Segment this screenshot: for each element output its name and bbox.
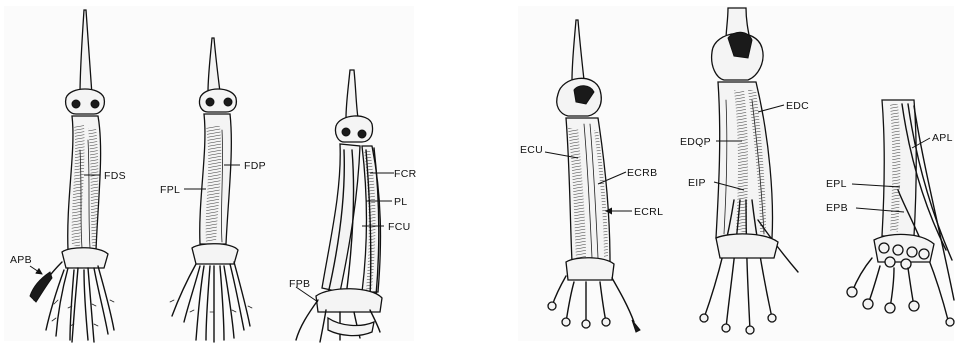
label-ecrl: ECRL: [634, 206, 663, 218]
label-fcr: FCR: [394, 168, 417, 180]
label-fpl: FPL: [160, 184, 180, 196]
label-edqp: EDQP: [680, 136, 711, 148]
label-ecrb: ECRB: [627, 167, 657, 179]
label-edc: EDC: [786, 100, 809, 112]
label-fdp: FDP: [244, 160, 266, 172]
label-eip: EIP: [688, 177, 706, 189]
label-epl: EPL: [826, 178, 847, 190]
label-pl: PL: [394, 196, 407, 208]
label-fds: FDS: [104, 170, 126, 182]
label-apl: APL: [932, 132, 953, 144]
label-fpb: FPB: [289, 278, 310, 290]
label-fcu: FCU: [388, 221, 410, 233]
label-ecu: ECU: [520, 144, 543, 156]
label-epb: EPB: [826, 202, 848, 214]
label-apb: APB: [10, 254, 32, 266]
